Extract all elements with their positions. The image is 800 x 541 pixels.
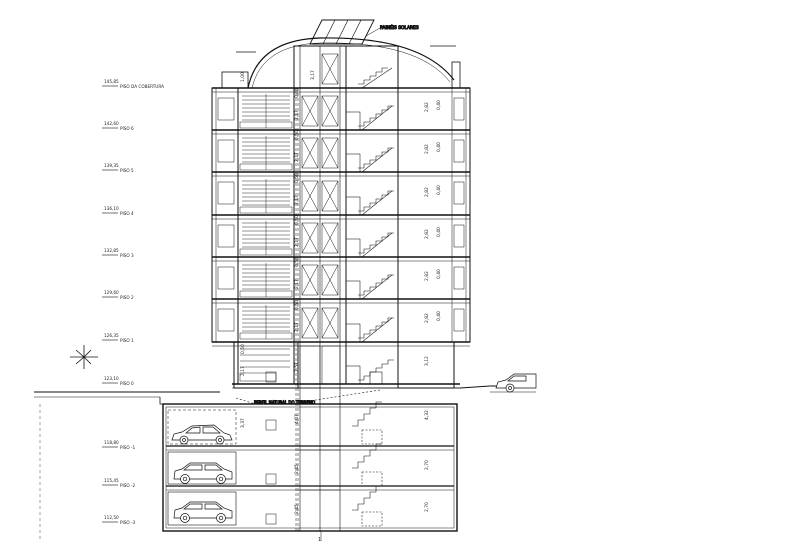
solar-panels: PAINÉIS SOLARES: [309, 19, 419, 45]
dimension-text: 2,82: [424, 187, 430, 197]
right-dimensions: 2,82 0,40 2,82 0,40 2,82 0,40 2,82 0,40 …: [424, 100, 442, 512]
dimension-text: 2,82: [424, 271, 430, 281]
dimension-text: 2,57: [294, 362, 300, 372]
car-basement-2-icon: [173, 462, 233, 484]
dimension-text: 0,40: [436, 185, 442, 195]
dimension-text: 3,17: [310, 70, 316, 80]
level-elevation: 129,60: [104, 290, 119, 295]
north-arrow-icon: [70, 345, 98, 369]
level-marker: 145,85 PISO DA COBERTURA: [102, 79, 164, 89]
staircase: [345, 67, 394, 527]
core-doors: [301, 53, 339, 339]
right-facade-windows: [453, 97, 465, 332]
level-name: PISO 0: [120, 381, 134, 386]
dimension-text: 3,37: [240, 418, 246, 428]
dimension-text: 0,50: [294, 257, 300, 267]
level-elevation: 115,45: [104, 478, 119, 483]
level-name: PISO -2: [120, 483, 136, 488]
level-name: PISO 5: [120, 168, 134, 173]
dimension-text: 0,50: [294, 215, 300, 225]
dimension-text: 4,07: [294, 414, 300, 424]
level-elevation: 142,60: [104, 121, 119, 126]
dimension-text: 2,45: [294, 464, 300, 474]
car-basement-1-icon: [171, 424, 233, 445]
level-marker: 136,10 PISO 4: [102, 206, 134, 216]
dimension-text: 1,00: [240, 72, 246, 82]
level-marker: 118,80 PISO -1: [102, 440, 136, 450]
dimension-text: 0,40: [436, 142, 442, 152]
dimension-text: 2,17: [240, 366, 246, 376]
dimension-text: 0,40: [436, 269, 442, 279]
level-elevation: 112,50: [104, 515, 119, 520]
level-elevation: 118,80: [104, 440, 119, 445]
dimension-text: 2,70: [424, 502, 430, 512]
basement-structure: [162, 403, 458, 532]
dimension-text: 0,40: [436, 227, 442, 237]
dimension-text: 4,32: [424, 410, 430, 420]
dimension-text: 2,82: [424, 102, 430, 112]
dimension-text: 0,40: [436, 100, 442, 110]
level-elevation: 123,10: [104, 376, 119, 381]
dimension-text: 2,70: [424, 460, 430, 470]
level-marker: 112,50 PISO -3: [102, 515, 136, 525]
level-marker: 139,35 PISO 5: [102, 163, 134, 173]
dimension-text: 2,82: [424, 144, 430, 154]
car-basement-3-icon: [173, 501, 233, 523]
dimension-text: 2,17: [294, 279, 300, 289]
storey-dimensions: 0,40 2,17 0,50 2,17 0,50 2,17 0,50 2,17 …: [240, 70, 316, 514]
dimension-text: 0,50: [294, 173, 300, 183]
level-name: PISO 3: [120, 253, 134, 258]
level-marker: 142,60 PISO 6: [102, 121, 134, 131]
solar-panels-label: PAINÉIS SOLARES: [380, 23, 419, 31]
level-marker: 115,45 PISO -2: [102, 478, 136, 488]
level-name: PISO DA COBERTURA: [120, 84, 164, 89]
dimension-text: 2,17: [294, 195, 300, 205]
axis-mark: 1: [318, 531, 322, 541]
level-elevation: 132,85: [104, 248, 119, 253]
dimension-text: 2,45: [294, 504, 300, 514]
dimension-text: 2,17: [294, 322, 300, 332]
dimension-text: 2,17: [294, 110, 300, 120]
level-name: PISO 2: [120, 295, 134, 300]
level-marker: 123,10 PISO 0: [102, 376, 134, 386]
level-marker: 132,85 PISO 3: [102, 248, 134, 258]
level-elevation: 145,85: [104, 79, 119, 84]
level-name: PISO 1: [120, 338, 134, 343]
left-facade-windows: [217, 97, 235, 332]
dimension-text: 2,17: [294, 237, 300, 247]
dimension-text: 0,50: [294, 130, 300, 140]
level-elevation: 126,35: [104, 333, 119, 338]
level-elevation: 136,10: [104, 206, 119, 211]
dimension-text: 3,12: [424, 356, 430, 366]
floor-slabs: [212, 87, 470, 389]
dimension-text: 2,82: [424, 313, 430, 323]
balcony-railings: [239, 94, 293, 382]
level-marker: 126,35 PISO 1: [102, 333, 134, 343]
terrain-label: PERFIL NATURAL DO TERRENO: [254, 400, 315, 405]
dimension-text: 2,17: [294, 152, 300, 162]
dimension-text: 0,50: [294, 300, 300, 310]
dimension-text: 0,40: [294, 88, 300, 98]
level-legend: 145,85 PISO DA COBERTURA 142,60 PISO 6 1…: [102, 79, 164, 525]
level-name: PISO 4: [120, 211, 134, 216]
level-name: PISO -1: [120, 445, 136, 450]
elevator-shaft: [265, 88, 341, 531]
level-elevation: 139,35: [104, 163, 119, 168]
level-name: PISO -3: [120, 520, 136, 525]
car-street-icon: [495, 373, 537, 393]
dimension-text: 0,40: [436, 311, 442, 321]
level-name: PISO 6: [120, 126, 134, 131]
level-marker: 129,60 PISO 2: [102, 290, 134, 300]
dimension-text: 0,50: [240, 344, 246, 354]
dimension-text: 2,82: [424, 229, 430, 239]
axis-label: 1: [318, 537, 321, 541]
